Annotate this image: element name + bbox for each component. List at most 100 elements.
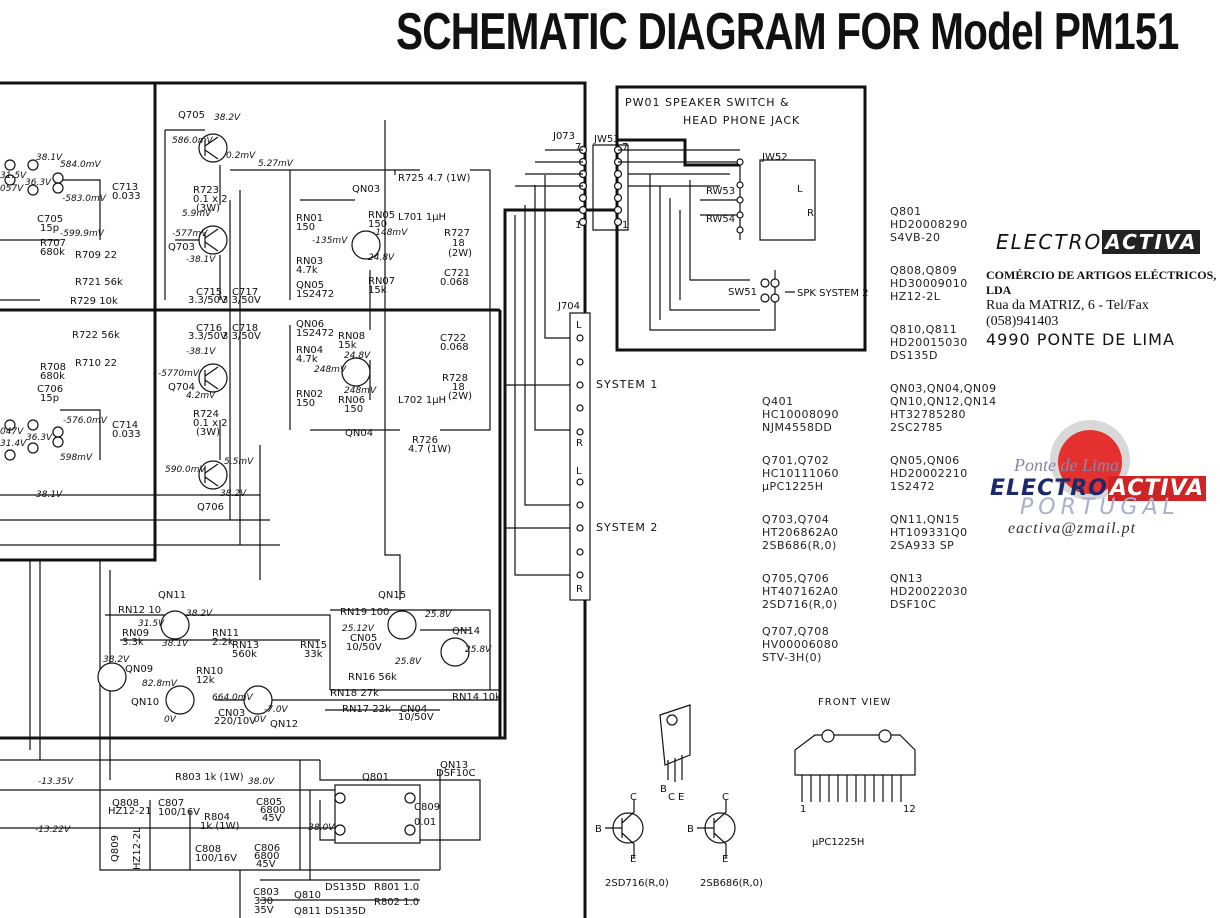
- part-code: HD20015030: [890, 336, 968, 349]
- label-r721: R721 56k: [75, 277, 123, 288]
- part-code: DSF10C: [890, 598, 936, 611]
- label-qn09: QN09: [125, 664, 153, 675]
- label-cn04-value: 10/50V: [398, 712, 434, 723]
- label-qn14: QN14: [452, 626, 480, 637]
- part-ref: Q801: [890, 205, 922, 218]
- j704-l1: L: [576, 320, 582, 331]
- label-c807: C807: [158, 798, 184, 809]
- voltage: 36.3V: [25, 178, 52, 188]
- logo-brand-post: ACTIVA: [1107, 476, 1207, 501]
- label-cn05: CN05: [350, 633, 377, 644]
- stamp-city: 4990 PONTE DE LIMA: [986, 330, 1175, 349]
- label-rn19: RN19 100: [340, 607, 389, 618]
- part-ref: Q703,Q704: [762, 513, 829, 526]
- voltage: 24.8V: [368, 253, 395, 263]
- label-c705: C705: [37, 214, 63, 225]
- part-code: HT109331Q0: [890, 526, 968, 539]
- label-rn08: RN08: [338, 331, 365, 342]
- label-rn06-value: 150: [344, 404, 363, 415]
- part-code: HT407162A0: [762, 585, 839, 598]
- label-r708: R708: [40, 362, 66, 373]
- label-c721: C721: [444, 268, 470, 279]
- label-c806: C806: [254, 843, 280, 854]
- voltage: 25.8V: [465, 645, 492, 655]
- label-r709: R709 22: [75, 250, 117, 261]
- label-r723-value: 0.1 x 2: [193, 194, 228, 205]
- label-cn03-value: 220/10V: [214, 716, 256, 727]
- label-rn05-value: 150: [368, 219, 387, 230]
- label-r724-value: 0.1 x 2: [193, 418, 228, 429]
- part-ref: Q707,Q708: [762, 625, 829, 638]
- voltage: 598mV: [60, 453, 93, 463]
- label-c716: C716: [196, 323, 222, 334]
- label-rn04: RN04: [296, 345, 323, 356]
- label-l702: L702 1μH: [398, 395, 446, 406]
- voltage: 38.1V: [36, 490, 63, 500]
- voltage: 38.2V: [186, 609, 213, 619]
- logo-email: eactiva@zmail.pt: [1008, 520, 1137, 537]
- part-code: HD20022030: [890, 585, 968, 598]
- part-code: HD20002210: [890, 467, 968, 480]
- label-q706: Q706: [197, 502, 224, 513]
- label-rn04-value: 4.7k: [296, 354, 318, 365]
- label-qn11: QN11: [158, 590, 186, 601]
- part-code: HV00006080: [762, 638, 839, 651]
- label-qn13: QN13: [440, 760, 468, 771]
- label-r803: R803 1k (1W): [175, 772, 244, 783]
- label-qn04: QN04: [345, 428, 373, 439]
- voltage: 4.2mV: [186, 391, 216, 401]
- system1-label: SYSTEM 1: [596, 378, 658, 391]
- label-r727-value: 18: [452, 238, 465, 249]
- voltage: 248mV: [344, 386, 377, 396]
- transistor-symbol-npn: [605, 800, 644, 858]
- voltage: -5770mV: [158, 369, 200, 379]
- j073-label: J073: [552, 131, 575, 142]
- label-r727: R727: [444, 228, 470, 239]
- voltage: -148mV: [372, 228, 408, 238]
- label-r726: R726: [412, 435, 438, 446]
- voltage: 584.0mV: [60, 160, 102, 170]
- part-ref: QN11,QN15: [890, 513, 960, 526]
- part-code: 2SA933 SP: [890, 539, 954, 552]
- label-qn15: QN15: [378, 590, 406, 601]
- voltage: -576.0mV: [63, 416, 108, 426]
- label-r710: R710 22: [75, 358, 117, 369]
- sym2-b: B: [687, 824, 694, 835]
- sym1-e: E: [630, 854, 636, 865]
- jw53-label: JW53: [593, 134, 620, 145]
- label-c806-volt: 45V: [256, 859, 276, 870]
- label-c713-value: 0.033: [112, 191, 141, 202]
- label-r726-value: 4.7 (1W): [408, 444, 451, 455]
- pin-12-label: 12: [903, 804, 916, 815]
- transistor-qn10: [165, 685, 195, 715]
- logo-brand: ELECTROACTIVA: [990, 476, 1207, 501]
- label-c807-value: 100/16V: [158, 807, 200, 818]
- label-r728-value: 18: [452, 382, 465, 393]
- label-rn08-value: 15k: [338, 340, 357, 351]
- voltage: -599.9mV: [60, 229, 105, 239]
- voltage: -38.1V: [186, 347, 216, 357]
- part-code: HC10111060: [762, 467, 839, 480]
- label-rn16: RN16 56k: [348, 672, 397, 683]
- voltage: 82.8mV: [142, 679, 178, 689]
- label-rn03: RN03: [296, 256, 323, 267]
- voltage: 25.8V: [395, 657, 422, 667]
- parts-list: Q801 HD20008290 S4VB-20 Q808,Q809 HD3000…: [762, 205, 996, 664]
- label-r707-value: 680k: [40, 247, 65, 258]
- part-code: S4VB-20: [890, 231, 941, 244]
- label-rn02-value: 150: [296, 398, 315, 409]
- sw51-label: SW51: [728, 287, 757, 298]
- part-ref: Q701,Q702: [762, 454, 829, 467]
- voltage: -583.0mV: [62, 194, 107, 204]
- front-view-part: μPC1225H: [812, 837, 864, 848]
- label-q809: Q809: [110, 835, 121, 862]
- label-rn10-value: 12k: [196, 675, 215, 686]
- opamp-pins-upper: [4, 159, 64, 196]
- pin7-left: 7: [575, 142, 581, 153]
- j704-labels: J704 SYSTEM 1 SYSTEM 2 L R L R: [557, 301, 658, 595]
- part-code: HC10008090: [762, 408, 839, 421]
- label-r802: R802 1.0: [374, 897, 419, 908]
- pkg-e: E: [678, 792, 684, 803]
- label-rn03-value: 4.7k: [296, 265, 318, 276]
